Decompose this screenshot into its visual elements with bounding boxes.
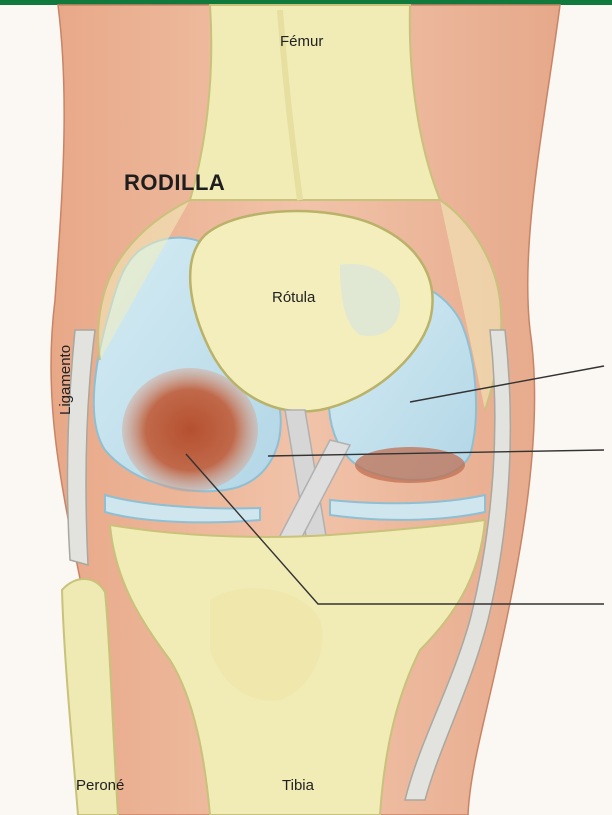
label-ligamento: Ligamento	[58, 345, 73, 415]
label-femur: Fémur	[280, 34, 323, 49]
label-rotula: Rótula	[272, 290, 315, 305]
label-perone: Peroné	[76, 778, 124, 793]
diagram-title: RODILLA	[124, 172, 225, 194]
label-tibia: Tibia	[282, 778, 314, 793]
